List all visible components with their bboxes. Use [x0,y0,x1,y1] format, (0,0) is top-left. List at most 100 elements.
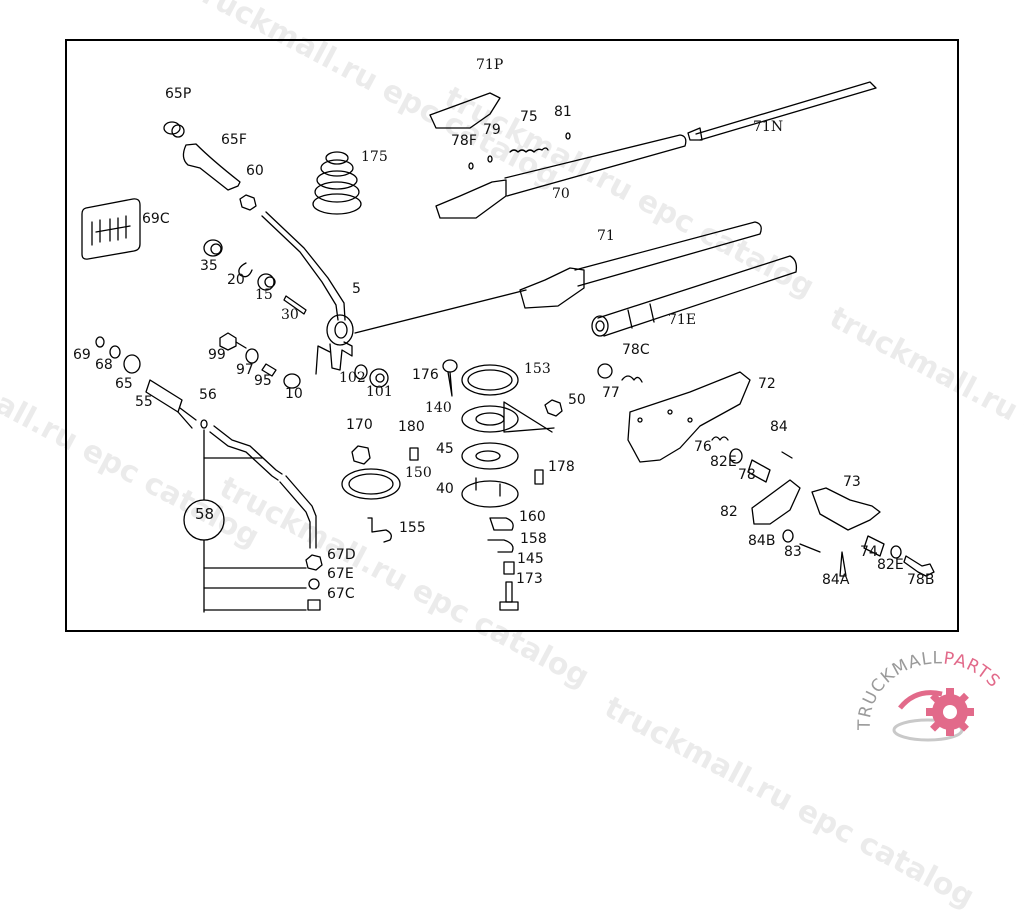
clip-part-155 [367,517,392,543]
shift-pattern-plate-part-69C [81,198,141,260]
callout-160[interactable]: 160 [519,509,546,525]
callout-65f[interactable]: 65F [221,132,247,148]
callout-102[interactable]: 102 [339,370,366,386]
callout-73[interactable]: 73 [843,474,861,490]
callout-101[interactable]: 101 [366,384,393,400]
cap-part-68 [109,345,121,359]
bushing-part-15 [257,273,276,291]
callout-56[interactable]: 56 [199,387,217,403]
callout-20[interactable]: 20 [227,272,245,288]
sleeve-part-10 [283,373,301,389]
callout-30[interactable]: 30 [281,307,299,323]
callout-79[interactable]: 79 [483,122,501,138]
callout-60[interactable]: 60 [246,163,264,179]
bushing-part-35 [203,239,223,257]
callout-55[interactable]: 55 [135,394,153,410]
washer-part-102 [354,364,368,380]
callout-175[interactable]: 175 [361,149,388,165]
lever-part-82 [751,479,801,525]
callout-140[interactable]: 140 [425,400,452,416]
bushing-part-145 [503,561,515,575]
callout-71n[interactable]: 71N [753,119,784,135]
bolt-part-173 [499,581,519,611]
bushing-part-74 [863,535,885,557]
callout-65[interactable]: 65 [115,376,133,392]
nut-part-78C [597,363,613,379]
ring-part-69 [95,336,105,348]
callout-67d[interactable]: 67D [327,547,356,563]
diagram-frame [65,39,959,632]
callout-84b[interactable]: 84B [748,533,776,549]
callout-95[interactable]: 95 [254,373,272,389]
callout-75[interactable]: 75 [520,109,538,125]
callout-173[interactable]: 173 [516,571,543,587]
bushing-part-78 [747,459,771,483]
callout-82e-a[interactable]: 82E [710,454,737,470]
bracket-part-160 [489,517,514,531]
callout-158[interactable]: 158 [520,531,547,547]
rod-part-71N [687,81,877,141]
callout-82[interactable]: 82 [720,504,738,520]
callout-78[interactable]: 78 [738,467,756,483]
sleeve-part-65 [123,354,141,374]
callout-69[interactable]: 69 [73,347,91,363]
callout-178[interactable]: 178 [548,459,575,475]
callout-77[interactable]: 77 [602,385,620,401]
truckmall-parts-logo: TRUCKMALLPARTS [856,650,1004,742]
plate-part-45 [461,442,519,470]
seal-part-150 [341,468,401,500]
callout-153[interactable]: 153 [524,361,551,377]
spring-part-77 [621,375,643,383]
shaft-part-71E [591,255,798,337]
logo-text-parts: PARTS [942,650,1004,692]
nut-part-67D [305,554,323,571]
gear-icon [892,688,974,742]
clip-part-20 [238,262,253,278]
callout-155[interactable]: 155 [399,520,426,536]
callout-70[interactable]: 70 [552,186,570,202]
callout-68[interactable]: 68 [95,357,113,373]
callout-35[interactable]: 35 [200,258,218,274]
callout-67e[interactable]: 67E [327,566,354,582]
callout-145[interactable]: 145 [517,551,544,567]
callout-40[interactable]: 40 [436,481,454,497]
pin-part-178 [534,469,544,485]
callout-83[interactable]: 83 [784,544,802,560]
pin-part-83 [799,543,821,553]
callout-58[interactable]: 58 [195,505,215,523]
rubber-boot-part-175 [312,151,362,215]
callout-50[interactable]: 50 [568,392,586,408]
callout-74[interactable]: 74 [860,544,878,560]
callout-78b[interactable]: 78B [907,572,935,588]
callout-82e-b[interactable]: 82E [877,557,904,573]
callout-15[interactable]: 15 [255,287,273,303]
callout-84[interactable]: 84 [770,419,788,435]
callout-99[interactable]: 99 [208,347,226,363]
callout-97[interactable]: 97 [236,362,254,378]
housing-part-72 [627,371,751,463]
bracket-part-158 [487,539,514,553]
callout-176[interactable]: 176 [412,367,439,383]
callout-10[interactable]: 10 [285,386,303,402]
callout-65p[interactable]: 65P [165,86,192,102]
callout-69c[interactable]: 69C [142,211,170,227]
callout-71[interactable]: 71 [597,228,615,244]
bushing-part-180 [409,447,419,461]
callout-150[interactable]: 150 [405,465,432,481]
callout-71p[interactable]: 71P [476,57,504,73]
callout-180[interactable]: 180 [398,419,425,435]
callout-67c[interactable]: 67C [327,586,355,602]
callout-170[interactable]: 170 [346,417,373,433]
ring-part-79 [487,155,493,163]
callout-76[interactable]: 76 [694,439,712,455]
callout-5[interactable]: 5 [352,281,361,297]
callout-84a[interactable]: 84A [822,572,850,588]
washer-part-97 [245,348,259,364]
callout-78c[interactable]: 78C [622,342,650,358]
callout-71e[interactable]: 71E [668,312,697,328]
lever-part-73 [811,487,881,531]
callout-72[interactable]: 72 [758,376,776,392]
callout-78f[interactable]: 78F [451,133,477,149]
callout-45[interactable]: 45 [436,441,454,457]
callout-81[interactable]: 81 [554,104,572,120]
